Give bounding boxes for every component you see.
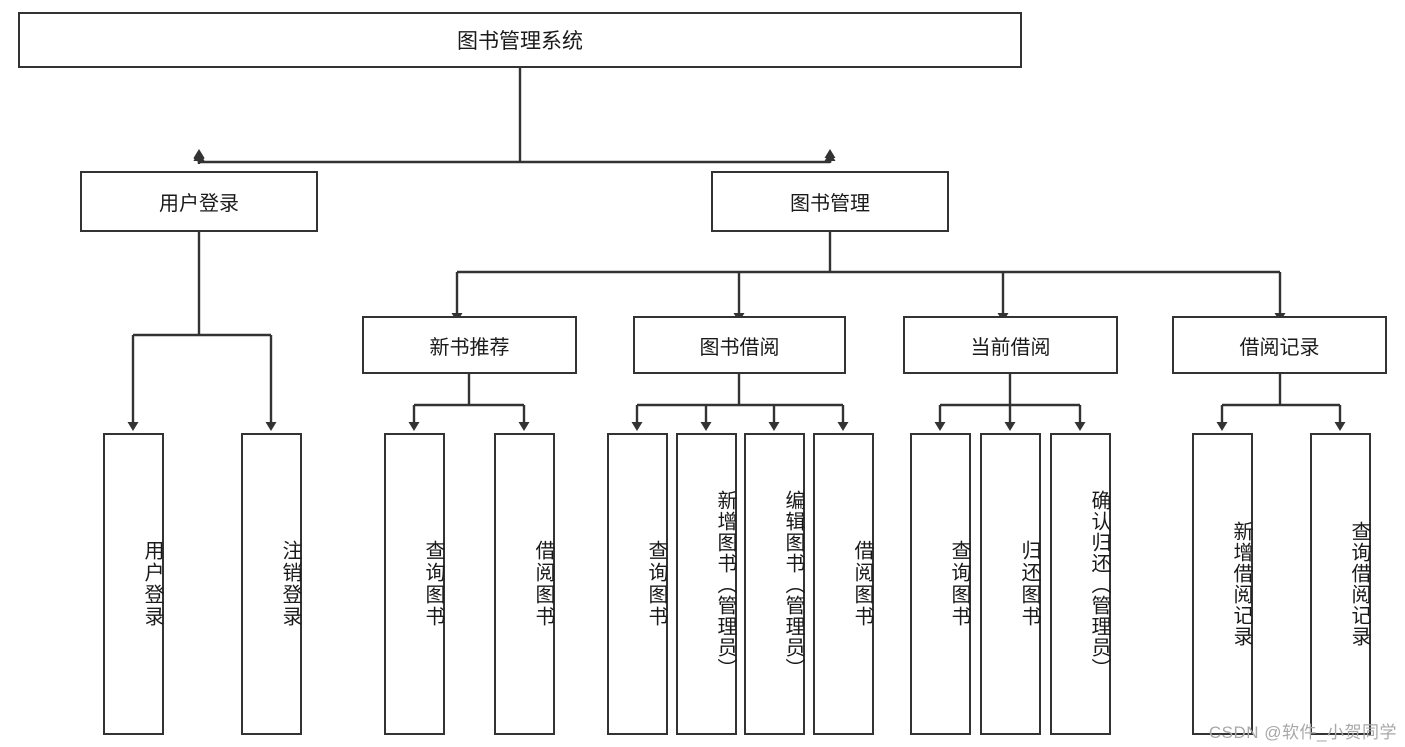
- leaf-borrow-book-1[interactable]: 借阅图书: [494, 433, 555, 735]
- node-root[interactable]: 图书管理系统: [18, 12, 1022, 68]
- node-user-login[interactable]: 用户登录: [80, 171, 318, 232]
- leaf-user-login-label: 用户登录: [141, 540, 163, 628]
- node-book-manage[interactable]: 图书管理: [711, 171, 949, 232]
- node-root-label: 图书管理系统: [457, 30, 583, 53]
- node-book-borrow-label: 图书借阅: [699, 336, 780, 359]
- leaf-add-book-label: 新增图书（管理员）: [714, 489, 736, 679]
- node-current-borrow-label: 当前借阅: [970, 336, 1051, 359]
- leaf-query-book-3[interactable]: 查询图书: [910, 433, 971, 735]
- leaf-borrow-book-2[interactable]: 借阅图书: [813, 433, 874, 735]
- leaf-borrow-book-1-label: 借阅图书: [532, 540, 554, 628]
- leaf-return-book[interactable]: 归还图书: [980, 433, 1041, 735]
- leaf-query-record[interactable]: 查询借阅记录: [1310, 433, 1371, 735]
- leaf-query-book-3-label: 查询图书: [948, 540, 970, 628]
- leaf-return-book-label: 归还图书: [1018, 540, 1040, 628]
- leaf-confirm-return-label: 确认归还（管理员）: [1088, 489, 1110, 679]
- leaf-logout-label: 注销登录: [279, 540, 301, 628]
- node-book-manage-label: 图书管理: [790, 193, 870, 215]
- leaf-logout[interactable]: 注销登录: [241, 433, 302, 735]
- leaf-add-record[interactable]: 新增借阅记录: [1192, 433, 1253, 735]
- leaf-query-book-2-label: 查询图书: [645, 540, 667, 628]
- leaf-query-record-label: 查询借阅记录: [1348, 521, 1370, 647]
- leaf-add-book[interactable]: 新增图书（管理员）: [676, 433, 737, 735]
- leaf-query-book-2[interactable]: 查询图书: [607, 433, 668, 735]
- leaf-confirm-return[interactable]: 确认归还（管理员）: [1050, 433, 1111, 735]
- node-current-borrow[interactable]: 当前借阅: [903, 316, 1118, 374]
- node-new-book-recommend[interactable]: 新书推荐: [362, 316, 577, 374]
- leaf-edit-book[interactable]: 编辑图书（管理员）: [744, 433, 805, 735]
- leaf-borrow-book-2-label: 借阅图书: [851, 540, 873, 628]
- node-borrow-record[interactable]: 借阅记录: [1172, 316, 1387, 374]
- leaf-query-book-1-label: 查询图书: [422, 540, 444, 628]
- node-user-login-label: 用户登录: [159, 193, 239, 215]
- node-new-book-recommend-label: 新书推荐: [429, 336, 510, 359]
- leaf-user-login[interactable]: 用户登录: [103, 433, 164, 735]
- leaf-add-record-label: 新增借阅记录: [1230, 521, 1252, 647]
- node-book-borrow[interactable]: 图书借阅: [633, 316, 846, 374]
- node-borrow-record-label: 借阅记录: [1239, 336, 1320, 359]
- leaf-edit-book-label: 编辑图书（管理员）: [782, 489, 804, 679]
- csdn-watermark: CSDN @软件_小贺同学: [1208, 723, 1397, 742]
- leaf-query-book-1[interactable]: 查询图书: [384, 433, 445, 735]
